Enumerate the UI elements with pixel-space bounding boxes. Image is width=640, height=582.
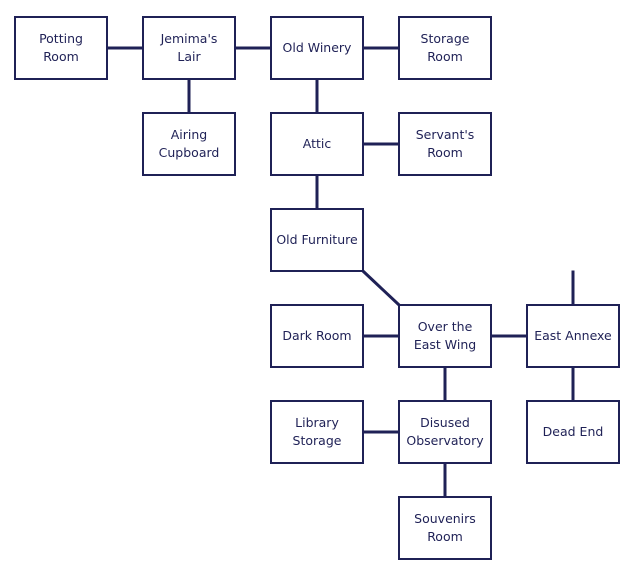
room-label: Jemima's Lair (160, 31, 218, 64)
room-label: Disused Observatory (406, 415, 484, 448)
room-label: Old Furniture (276, 232, 358, 247)
room-disused-observatory[interactable]: Disused Observatory (398, 400, 492, 464)
room-old-furniture[interactable]: Old Furniture (270, 208, 364, 272)
room-label: Potting Room (39, 31, 83, 64)
room-attic[interactable]: Attic (270, 112, 364, 176)
room-old-winery[interactable]: Old Winery (270, 16, 364, 80)
room-label: Attic (302, 136, 332, 151)
room-label: Souvenirs Room (414, 511, 476, 544)
room-servants-room[interactable]: Servant's Room (398, 112, 492, 176)
room-label: Library Storage (292, 415, 342, 448)
room-label: Dark Room (282, 328, 352, 343)
room-east-annexe[interactable]: East Annexe (526, 304, 620, 368)
room-label: Old Winery (282, 40, 352, 55)
room-label: Over the East Wing (413, 319, 477, 352)
room-airing-cupboard[interactable]: Airing Cupboard (142, 112, 236, 176)
room-dead-end[interactable]: Dead End (526, 400, 620, 464)
room-potting-room[interactable]: Potting Room (14, 16, 108, 80)
room-label: Storage Room (420, 31, 470, 64)
room-label: Dead End (542, 424, 604, 439)
room-souvenirs-room[interactable]: Souvenirs Room (398, 496, 492, 560)
link-furniture-eastwing (361, 269, 401, 307)
room-storage-room[interactable]: Storage Room (398, 16, 492, 80)
room-dark-room[interactable]: Dark Room (270, 304, 364, 368)
room-label: East Annexe (534, 328, 612, 343)
room-over-the-east-wing[interactable]: Over the East Wing (398, 304, 492, 368)
room-jemimas-lair[interactable]: Jemima's Lair (142, 16, 236, 80)
room-library-storage[interactable]: Library Storage (270, 400, 364, 464)
room-label: Servant's Room (415, 127, 475, 160)
room-label: Airing Cupboard (158, 127, 220, 160)
